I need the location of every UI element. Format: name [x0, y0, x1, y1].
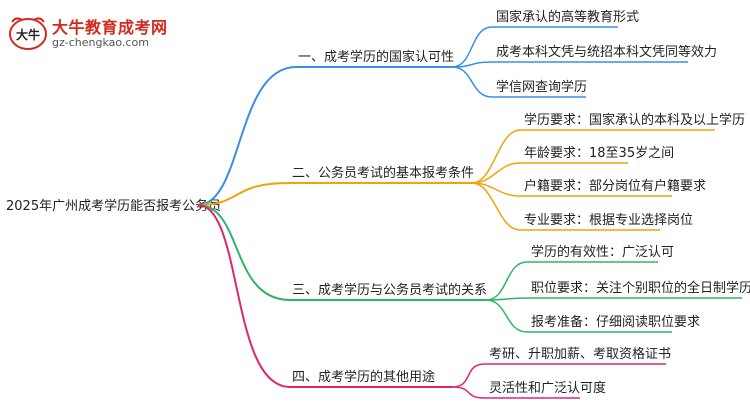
logo-site-name: 大牛教育成考网 — [52, 18, 168, 37]
branch-2-leaf-4-connector — [471, 182, 521, 231]
branch-3-leaf-3-label[interactable]: 报考准备：仔细阅读职位要求 — [531, 314, 700, 330]
branch-1-label[interactable]: 一、成考学历的国家认可性 — [298, 49, 454, 65]
branch-4-leaf-1-connector — [451, 363, 486, 388]
branch-4-leaf-2-label[interactable]: 灵活性和广泛认可度 — [489, 380, 606, 396]
bull-logo-icon: 大牛 — [9, 17, 47, 50]
branch-4-leaf-1-label[interactable]: 考研、升职加薪、考取资格证书 — [489, 346, 671, 362]
branch-2-label[interactable]: 二、公务员考试的基本报考条件 — [292, 165, 474, 181]
branch-1-leaf-2-connector — [451, 61, 493, 68]
logo-mark-text: 大牛 — [16, 27, 40, 42]
branch-2-leaf-1-label[interactable]: 学历要求：国家承认的本科及以上学历 — [524, 112, 745, 128]
branch-4-leaf-2-connector — [451, 386, 486, 399]
branch-2-leaf-4-label[interactable]: 专业要求：根据专业选择岗位 — [524, 213, 693, 228]
branch-2-leaf-2-connector — [471, 162, 521, 184]
branch-3-leaf-3-connector — [485, 299, 528, 333]
branch-1-connector — [197, 66, 297, 206]
branch-4-connector — [197, 204, 291, 388]
branch-3-label[interactable]: 三、成考学历与公务员考试的关系 — [292, 282, 487, 298]
branch-2-leaf-2-label[interactable]: 年龄要求：18至35岁之间 — [524, 146, 674, 161]
branch-2-leaf-1-connector — [471, 129, 521, 184]
branch-3-connector — [197, 204, 291, 301]
branch-2-leaf-3-label[interactable]: 户籍要求：部分岗位有户籍要求 — [524, 178, 706, 194]
branch-3-leaf-1-label[interactable]: 学历的有效性：广泛认可 — [531, 244, 674, 260]
branch-4-label[interactable]: 四、成考学历的其他用途 — [292, 369, 435, 385]
branch-2-connector — [197, 182, 291, 206]
logo-site-url: gz-chengkao.com — [52, 36, 149, 49]
branch-3-leaf-1-connector — [485, 261, 528, 301]
branch-1-leaf-2-label[interactable]: 成考本科文凭与统招本科文凭同等效力 — [496, 44, 717, 60]
branch-1-leaf-1-connector — [451, 26, 493, 68]
branch-1-leaf-3-label[interactable]: 学信网查询学历 — [496, 79, 587, 95]
root-topic: 2025年广州成考学历能否报考公务员 — [6, 198, 221, 214]
branch-1-leaf-3-connector — [451, 66, 493, 98]
branch-3-leaf-2-label[interactable]: 职位要求：关注个别职位的全日制学历要求 — [531, 280, 750, 296]
branch-1-leaf-1-label[interactable]: 国家承认的高等教育形式 — [496, 9, 639, 25]
site-logo[interactable]: 大牛 大牛教育成考网 gz-chengkao.com — [6, 12, 176, 52]
